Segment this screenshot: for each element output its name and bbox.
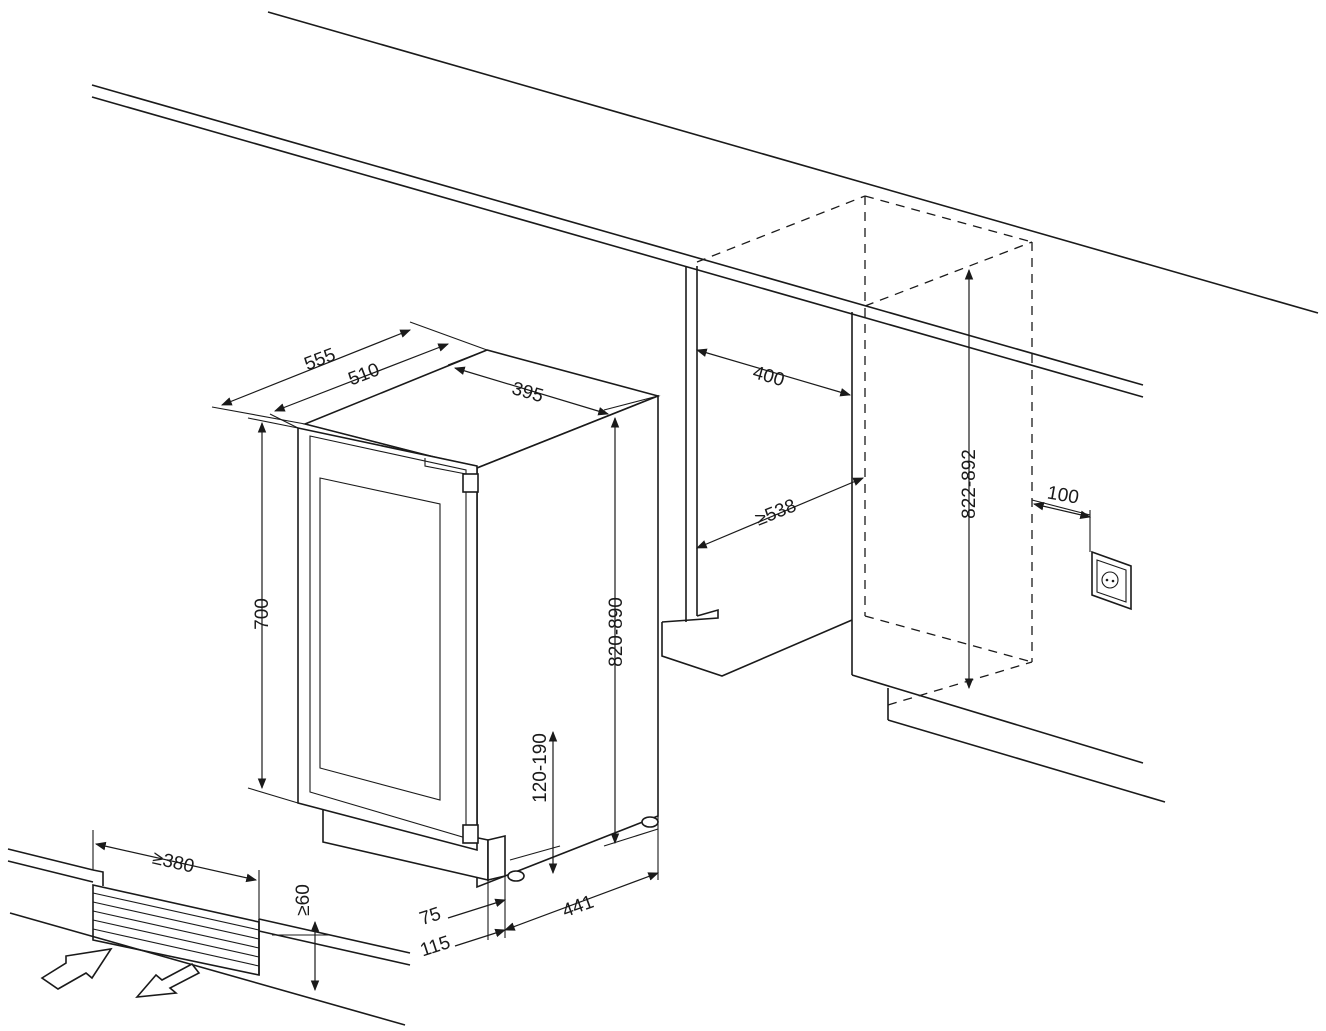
ventilation-grille: [92, 884, 260, 976]
label-plinth-offset: 75: [417, 904, 444, 931]
label-niche-depth: ≥538: [752, 495, 799, 530]
cabinet-left-panel: [661, 266, 853, 677]
dimension-lines: [94, 268, 1092, 992]
label-depth-body: 510: [345, 359, 382, 390]
label-niche-width: 400: [750, 362, 786, 391]
countertop: [91, 11, 1319, 398]
airflow-out-arrow-icon: [135, 962, 201, 999]
label-foot-depth: 441: [560, 892, 597, 923]
label-vent-height: ≥60: [293, 884, 314, 916]
power-socket-icon: [1091, 550, 1132, 611]
label-toe-kick-height: 120-190: [530, 733, 551, 803]
label-niche-height: 822-892: [959, 449, 980, 519]
cabinet-right-panel: [851, 312, 1166, 803]
wine-cooler: [297, 349, 661, 889]
label-depth-total: 555: [301, 344, 338, 375]
label-vent-width: ≥380: [150, 848, 196, 878]
airflow-in-arrow-icon: [40, 947, 113, 990]
label-height-range: 820-890: [606, 597, 627, 667]
niche-outline: [696, 195, 1033, 706]
label-door-height: 700: [252, 598, 273, 630]
label-plinth-depth: 115: [418, 932, 453, 961]
